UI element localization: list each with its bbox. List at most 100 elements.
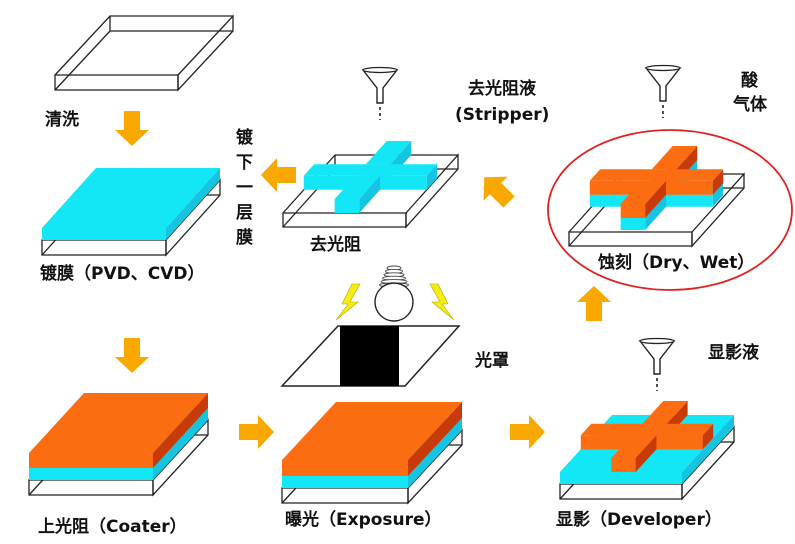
film-layer-side bbox=[153, 408, 208, 480]
funnel-rim bbox=[362, 66, 398, 74]
film-pattern-bar-back-top bbox=[365, 141, 412, 165]
label-coater: 上光阻（Coater） bbox=[38, 516, 187, 537]
resist-pattern-bar-front-top bbox=[611, 435, 657, 458]
label-clean: 清洗 bbox=[45, 109, 79, 130]
arrow-icon bbox=[115, 111, 149, 146]
glass-side bbox=[152, 418, 209, 497]
wafer-etch bbox=[547, 129, 793, 291]
photoresist-layer-top bbox=[29, 393, 208, 453]
resist-pattern-bar-front-front bbox=[620, 204, 646, 218]
film-layer-front bbox=[29, 468, 153, 480]
glass-side bbox=[407, 428, 463, 505]
arrow-deposition-to-coater bbox=[115, 338, 149, 373]
arrow-icon bbox=[261, 158, 296, 192]
glass-front bbox=[54, 74, 179, 91]
wafer-clean bbox=[54, 14, 234, 92]
label-next-layer-2: 下 bbox=[236, 153, 253, 173]
resist-pattern-bar-front-top bbox=[620, 180, 667, 204]
label-stripper-liquid-en: (Stripper) bbox=[455, 105, 549, 125]
label-acid: 酸 bbox=[741, 70, 759, 91]
light-source bbox=[335, 265, 455, 322]
film-pattern-bar-front-front bbox=[334, 199, 360, 213]
resist-pattern-develop bbox=[580, 401, 714, 472]
label-next-layer-5: 膜 bbox=[236, 227, 253, 248]
film-layer-front bbox=[42, 228, 166, 240]
acid-gas-funnel bbox=[644, 64, 682, 118]
resist-pattern-bar-horizontal-top bbox=[589, 169, 724, 181]
label-mask: 光罩 bbox=[474, 350, 509, 371]
label-next-layer-1: 镀 bbox=[236, 127, 254, 148]
lightning-icon bbox=[429, 283, 455, 321]
glass-front bbox=[282, 212, 407, 228]
acid-gas-funnel bbox=[644, 64, 682, 118]
resist-pattern-bar-front-side bbox=[645, 180, 667, 218]
photoresist-layer-top bbox=[282, 402, 462, 460]
film-pattern-bar-front-top bbox=[334, 175, 381, 199]
film-layer-side bbox=[408, 418, 462, 488]
funnel-icon bbox=[638, 340, 676, 375]
film-pattern-bar-horizontal-side bbox=[426, 164, 438, 190]
arrow-strip-to-next-layer bbox=[261, 158, 296, 192]
resist-pattern-bar-horizontal-side bbox=[702, 423, 714, 450]
wafer-deposition bbox=[41, 168, 221, 257]
resist-pattern-bar-back-top bbox=[651, 146, 698, 170]
arrow-icon bbox=[577, 286, 611, 321]
label-deposition: 镀膜（PVD、CVD） bbox=[40, 263, 204, 284]
label-next-layer-4: 层 bbox=[236, 203, 253, 223]
process-arrows bbox=[115, 111, 611, 449]
wafer-coater bbox=[28, 393, 209, 497]
label-developer-liquid: 显影液 bbox=[708, 342, 759, 363]
lightning-right bbox=[429, 283, 455, 321]
glass-side bbox=[405, 153, 459, 229]
arrow-icon bbox=[115, 338, 149, 373]
film-layer-front bbox=[560, 472, 682, 484]
lightning-left bbox=[335, 283, 361, 321]
glass-front bbox=[28, 479, 154, 496]
arrow-icon bbox=[483, 176, 515, 208]
photoresist-layer-side bbox=[153, 393, 208, 468]
glass-front bbox=[41, 239, 167, 256]
resist-pattern-bar-back-top bbox=[642, 401, 688, 424]
arrow-coater-to-exposure bbox=[239, 415, 274, 449]
funnel-rim bbox=[639, 337, 675, 345]
resist-pattern-bar-front-side bbox=[635, 435, 657, 472]
funnel-rim bbox=[645, 64, 681, 72]
lightning-icon bbox=[335, 283, 361, 321]
photomask bbox=[280, 325, 461, 387]
arrow-clean-to-deposition bbox=[115, 111, 149, 146]
resist-pattern-bar-horizontal-top bbox=[580, 423, 714, 436]
photoresist-layer-side bbox=[408, 402, 462, 476]
film-pattern-bar-front-front bbox=[620, 218, 646, 230]
arrow-etch-to-strip bbox=[483, 176, 515, 208]
glass-front bbox=[559, 483, 683, 500]
glass-front bbox=[568, 231, 693, 247]
label-gas: 气体 bbox=[732, 94, 768, 115]
stripper-funnel bbox=[361, 66, 399, 120]
glass-side bbox=[177, 14, 234, 92]
film-layer-front bbox=[282, 476, 408, 488]
glass-front bbox=[281, 487, 409, 504]
arrow-icon bbox=[239, 415, 274, 449]
label-exposure: 曝光（Exposure） bbox=[285, 509, 442, 530]
stripper-funnel bbox=[361, 66, 399, 120]
highlight-ring bbox=[547, 129, 793, 291]
photoresist-layer-front bbox=[282, 460, 408, 476]
film-layer-top bbox=[42, 168, 220, 228]
developer-funnel bbox=[638, 337, 676, 391]
wafer-exposure bbox=[281, 402, 463, 505]
resist-pattern-bar-horizontal-side bbox=[712, 169, 724, 195]
developer-funnel bbox=[638, 337, 676, 391]
label-develop: 显影（Developer） bbox=[556, 509, 722, 530]
light-bulb-icon bbox=[374, 282, 414, 322]
mask-opaque-region bbox=[340, 326, 399, 386]
funnel-icon bbox=[361, 69, 399, 104]
resist-pattern-bar-front-front bbox=[611, 458, 636, 472]
film-pattern-bar-front-side bbox=[645, 194, 667, 230]
arrow-develop-to-etch bbox=[577, 286, 611, 321]
arrow-exposure-to-develop bbox=[510, 415, 545, 449]
film-pattern-bar-front-side bbox=[359, 175, 381, 213]
film-layer-side bbox=[166, 168, 220, 240]
film-pattern-bar-horizontal-top bbox=[303, 164, 438, 176]
